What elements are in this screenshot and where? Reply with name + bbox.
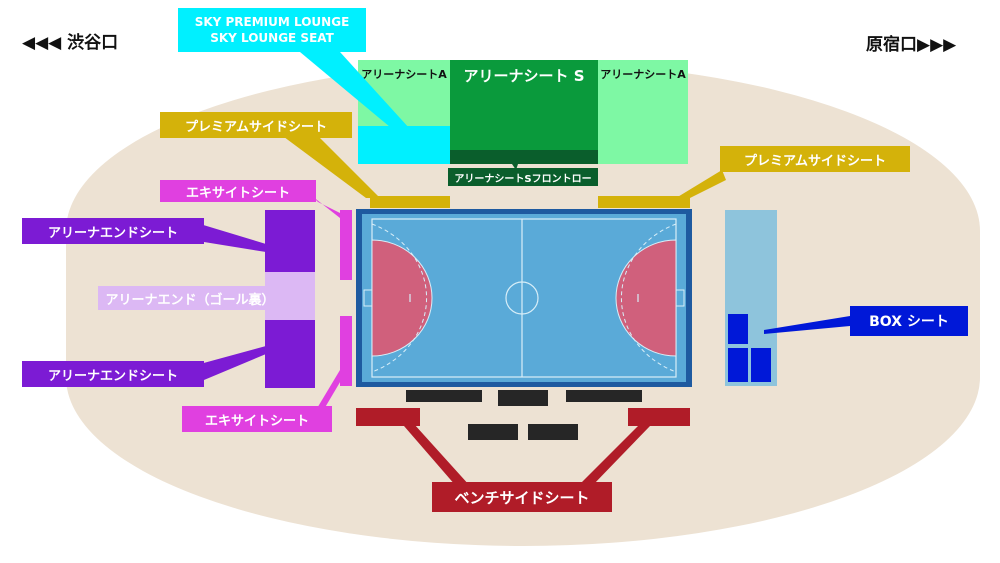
sky-lounge-label-line2: SKY LOUNGE SEAT <box>210 31 334 45</box>
box-seat-label[interactable]: BOX シート <box>850 306 968 336</box>
arena-end-bottom-label[interactable]: アリーナエンドシート <box>22 361 204 387</box>
right-goal <box>675 289 685 307</box>
bench-side-left-block <box>356 408 420 426</box>
harajuku-entrance: 原宿口▶▶▶ <box>866 35 957 55</box>
arena-s-top-band <box>450 60 598 90</box>
arena-a-right-band <box>598 60 688 90</box>
premium-right-pointer <box>676 170 726 198</box>
arena-a-left-label: アリーナシートA <box>361 68 447 81</box>
bench-side-right-block <box>628 408 690 426</box>
excite-top-label[interactable]: エキサイトシート <box>160 180 316 202</box>
arena-a-right-label: アリーナシートA <box>600 68 686 81</box>
bench-5 <box>528 424 578 440</box>
premium-left-pointer <box>280 134 380 198</box>
arena-s-label: アリーナシート S <box>463 66 585 85</box>
excite-top-block[interactable] <box>340 210 352 280</box>
excite-bottom-block[interactable] <box>340 316 352 386</box>
premium-side-right-label[interactable]: プレミアムサイドシート <box>720 146 910 172</box>
premium-side-right-block[interactable] <box>598 196 690 208</box>
arena-s-front-row-label: アリーナシートSフロントロー <box>448 168 598 186</box>
arena-s-front-row-strip[interactable] <box>450 150 598 164</box>
left-goal <box>363 289 373 307</box>
box-seat-2[interactable] <box>728 348 748 382</box>
sky-lounge-pointer <box>300 52 420 142</box>
bench-3 <box>566 390 642 402</box>
left-goal-area <box>371 239 433 357</box>
bench-side-right-pointer <box>578 424 650 486</box>
arena-end-top-block[interactable] <box>265 210 315 272</box>
box-pointer <box>764 316 850 334</box>
excite-top-pointer <box>312 196 342 218</box>
shibuya-entrance: ◀◀◀ 渋谷口 <box>22 33 119 53</box>
box-seat-3[interactable] <box>751 348 771 382</box>
bench-side-label[interactable]: ベンチサイドシート <box>432 482 612 512</box>
sky-lounge-label-line1: SKY PREMIUM LOUNGE <box>194 15 350 29</box>
left-free-throw-line <box>371 223 427 373</box>
arena-s-front-pointer <box>512 164 518 170</box>
bench-4 <box>468 424 518 440</box>
sky-lounge-label[interactable]: SKY PREMIUM LOUNGE SKY LOUNGE SEAT <box>178 8 366 52</box>
bench-1 <box>406 390 482 402</box>
bench-side-left-pointer <box>404 424 470 486</box>
box-seat-1[interactable] <box>728 314 748 344</box>
right-free-throw-line <box>621 223 677 373</box>
arena-end-bottom-block[interactable] <box>265 320 315 388</box>
premium-side-left-label[interactable]: プレミアムサイドシート <box>160 112 352 138</box>
arena-end-goal-label[interactable]: アリーナエンド（ゴール裏） <box>98 286 282 310</box>
arena-end-bottom-pointer <box>200 346 266 380</box>
arena-end-top-pointer <box>200 224 266 252</box>
premium-side-left-block[interactable] <box>370 196 450 208</box>
excite-bottom-label[interactable]: エキサイトシート <box>182 406 332 432</box>
excite-bottom-pointer <box>316 370 346 416</box>
arena-a-left-band <box>358 60 450 90</box>
arena-end-top-label[interactable]: アリーナエンドシート <box>22 218 204 244</box>
right-goal-area <box>615 239 677 357</box>
center-circle <box>505 281 539 315</box>
bench-2 <box>498 390 548 406</box>
